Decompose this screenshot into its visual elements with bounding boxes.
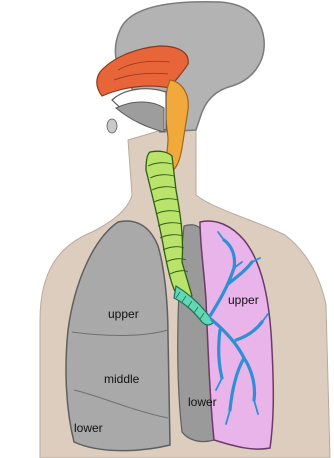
label-left-lower-lobe: lower [188,395,217,409]
label-right-middle-lobe: middle [104,372,140,386]
tongue [116,102,164,132]
uvula [107,119,117,133]
label-right-upper-lobe: upper [108,307,139,321]
label-left-upper-lobe: upper [228,293,259,307]
label-right-lower-lobe: lower [74,421,103,435]
